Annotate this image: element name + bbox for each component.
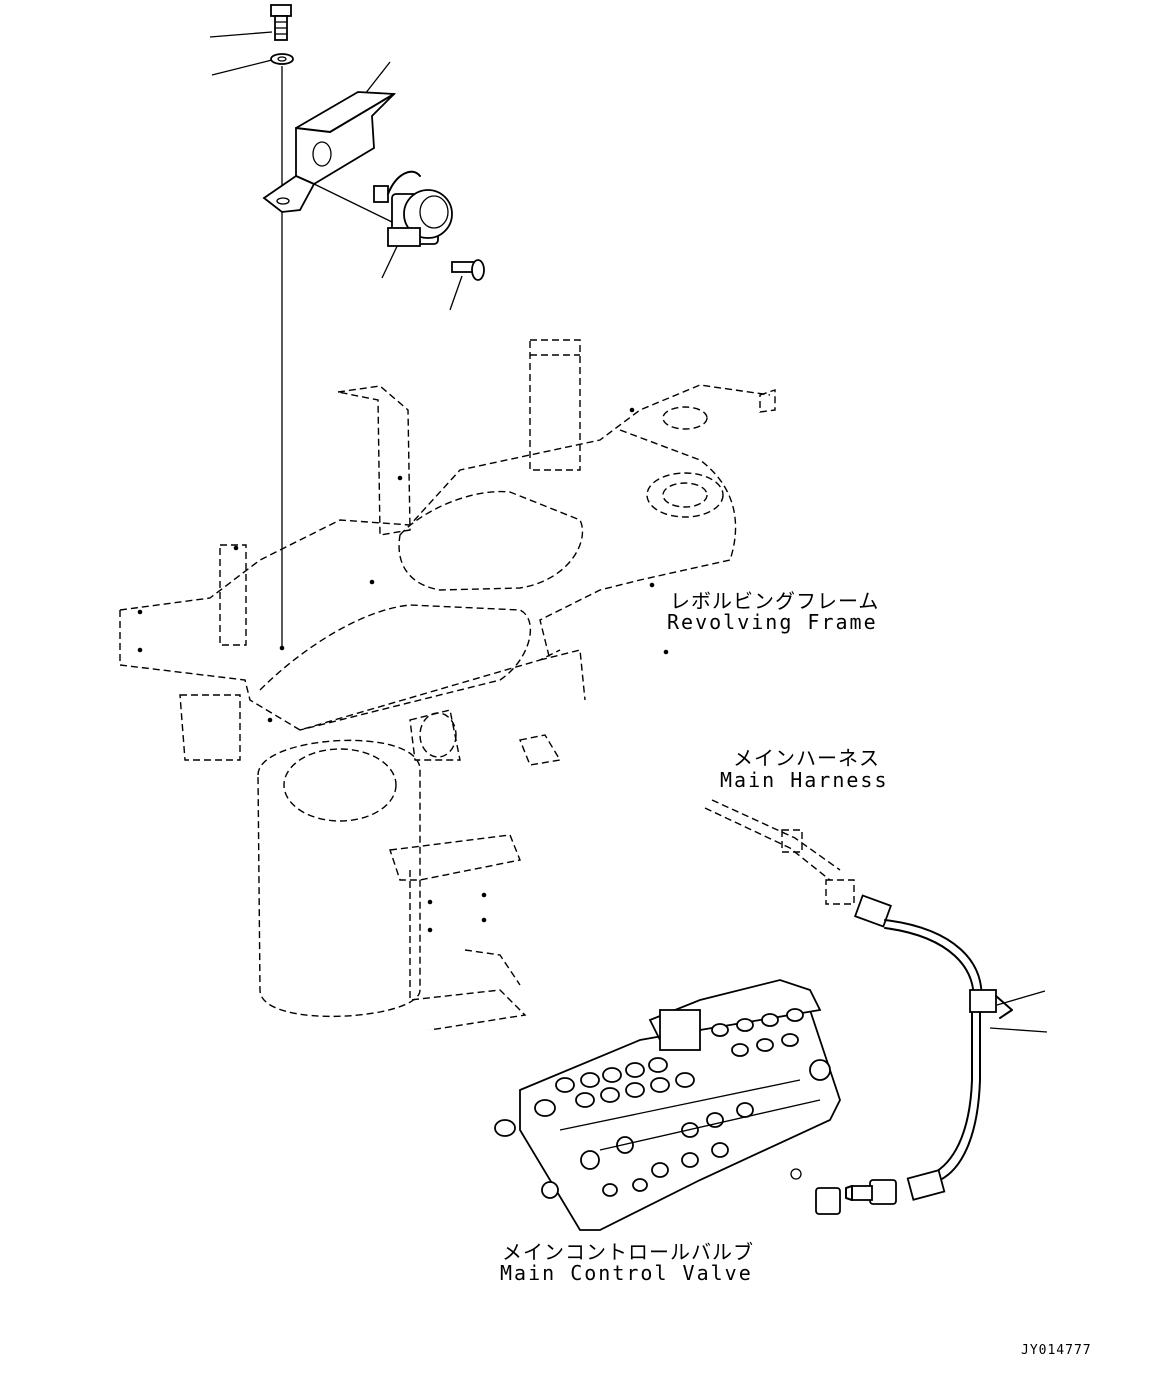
screw-icon bbox=[451, 259, 485, 281]
drawing-code: JY014777 bbox=[1021, 1343, 1092, 1358]
pressure-sensor bbox=[790, 1168, 897, 1215]
main-harness-label-en: Main Harness bbox=[720, 768, 889, 792]
main-control-valve-label-en: Main Control Valve bbox=[500, 1261, 753, 1285]
main-control-valve bbox=[494, 979, 841, 1231]
washer-icon bbox=[270, 53, 294, 65]
revolving-frame-label-en: Revolving Frame bbox=[667, 610, 878, 634]
sensor-harness bbox=[853, 894, 1013, 1201]
frame-holes bbox=[137, 407, 669, 933]
mounting-bracket bbox=[262, 91, 397, 213]
revolving-frame bbox=[119, 339, 776, 1031]
main-control-valve-label-ja: メインコントロールバルブ bbox=[502, 1240, 754, 1264]
main-harness-label-ja: メインハーネス bbox=[733, 746, 880, 770]
valve-ports bbox=[494, 1008, 831, 1199]
main-harness bbox=[704, 799, 855, 905]
revolving-frame-label-ja: レボルビングフレーム bbox=[670, 589, 880, 613]
bolt-icon bbox=[270, 4, 292, 41]
leader-lines bbox=[209, 31, 1048, 1033]
alarm-unit bbox=[309, 170, 453, 247]
